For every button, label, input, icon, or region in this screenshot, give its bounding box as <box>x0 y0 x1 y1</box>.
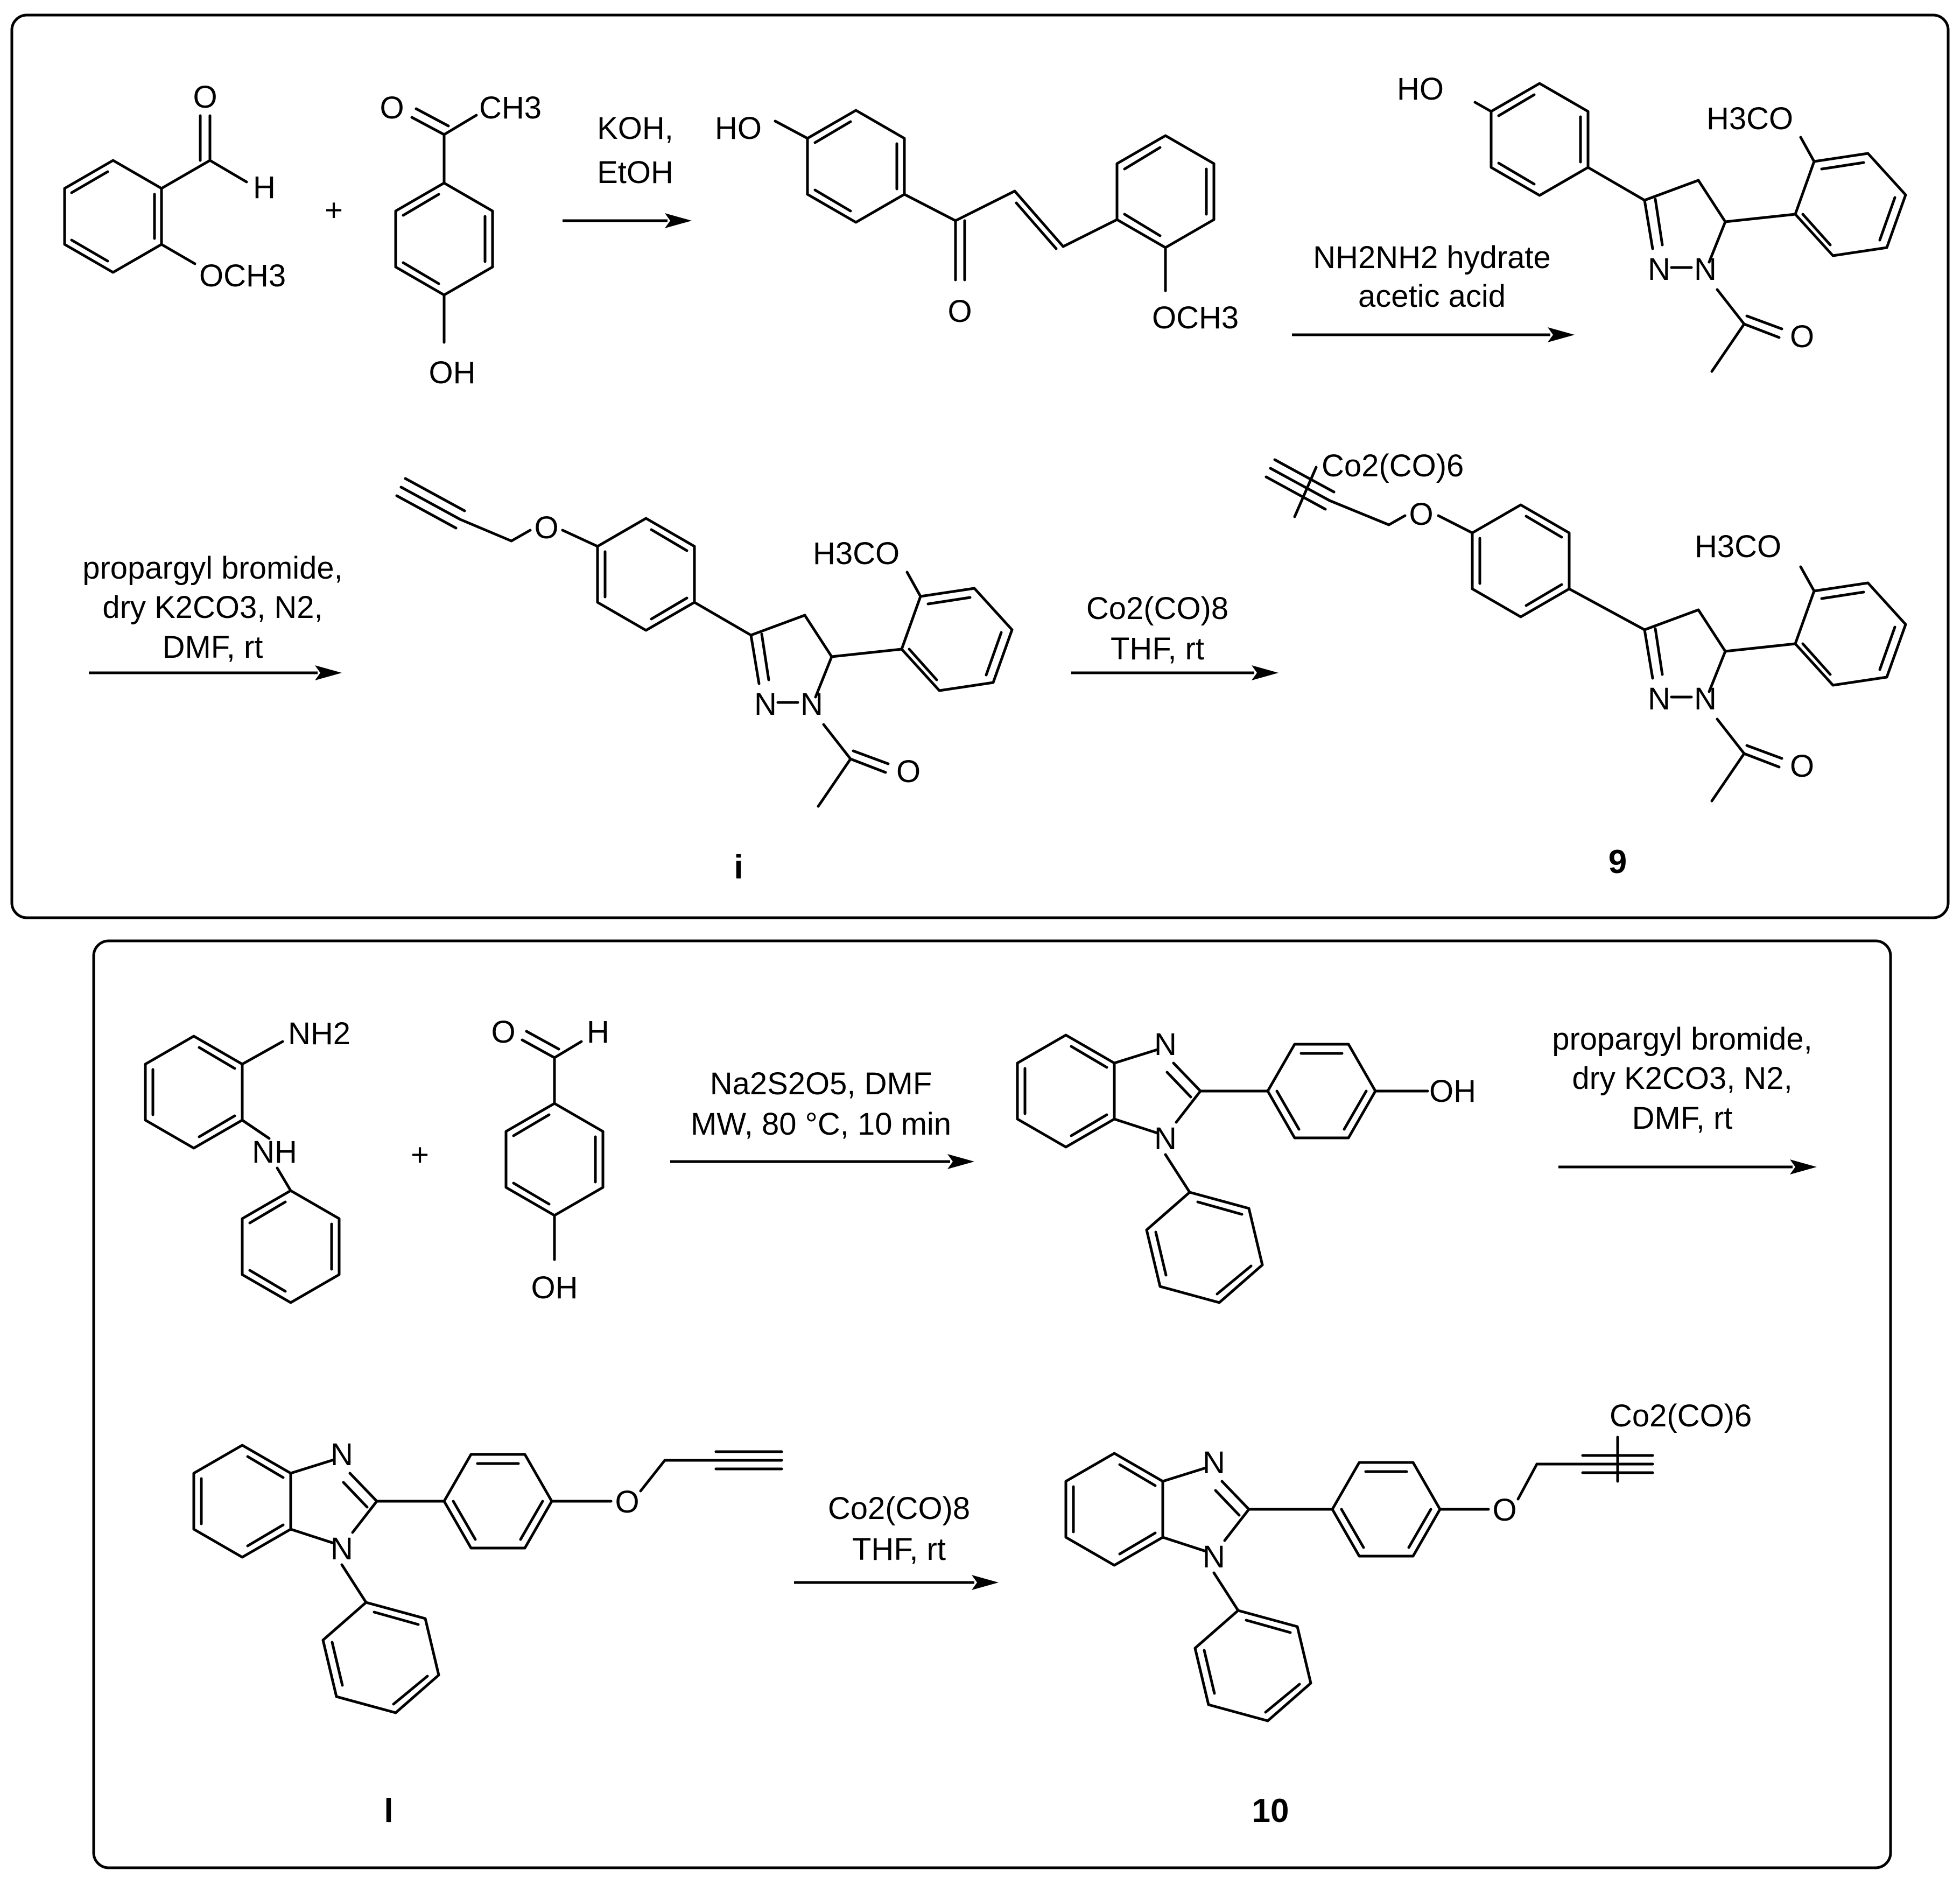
bottom-step2-reaction-arrow <box>1558 1159 1817 1174</box>
product-9-n-right: N <box>1694 681 1717 716</box>
product-9-n-left: N <box>1648 681 1670 716</box>
product-9-carbonyl-o: O <box>1790 749 1814 784</box>
step4-reaction-arrow <box>1071 665 1278 680</box>
compound-label-i: i <box>734 849 743 886</box>
chalcone-methoxy: OCH3 <box>1152 300 1239 335</box>
product-10-cobalt-label: Co2(CO)6 <box>1610 1398 1752 1433</box>
reactant-n-phenyl-phenylenediamine <box>144 1035 341 1304</box>
reactant-a-carbonyl-o: O <box>193 80 217 115</box>
reactant-b-methyl: CH3 <box>479 90 542 125</box>
pyrazoline-phenol-methoxy: H3CO <box>1706 101 1793 136</box>
propargyl-pyrazoline-intermediate <box>395 477 1014 808</box>
product-9-cobalt-label: Co2(CO)6 <box>1322 448 1464 483</box>
bottom-step1-condition-line2: MW, 80 °C, 10 min <box>691 1107 951 1142</box>
step3-condition-line2: dry K2CO3, N2, <box>102 590 322 625</box>
bottom-scheme-panel <box>92 939 1892 1869</box>
aldehyde-b-h: H <box>587 1015 609 1050</box>
reactant-a-aldehyde-h: H <box>253 170 276 205</box>
intermediate-i-methoxy: H3CO <box>813 536 900 571</box>
bottom-step2-condition-line2: dry K2CO3, N2, <box>1572 1061 1792 1096</box>
intermediate-l-n1: N <box>331 1531 353 1566</box>
step3-condition-line3: DMF, rt <box>163 630 263 665</box>
bottom-step3-condition-line2: THF, rt <box>852 1532 946 1567</box>
chalcone-intermediate <box>774 109 1216 292</box>
product-10-n3: N <box>1203 1445 1225 1480</box>
aldehyde-b-carbonyl-o: O <box>491 1015 515 1050</box>
intermediate-i-n-left: N <box>754 687 777 722</box>
reactant-b-hydroxy: OH <box>429 355 476 390</box>
top-scheme-panel <box>10 13 1950 919</box>
intermediate-l-ether-o: O <box>615 1485 639 1520</box>
product-10-cobalt-complex <box>1064 1436 1654 1722</box>
diamine-nh-label: NH <box>252 1135 297 1170</box>
top-plus-sign: + <box>325 193 343 228</box>
intermediate-i-ether-o: O <box>534 510 558 545</box>
compound-label-10: 10 <box>1252 1792 1289 1830</box>
pyrazoline-phenol-intermediate <box>1473 82 1907 373</box>
reactant-b-carbonyl-o: O <box>380 90 404 125</box>
compound-label-9: 9 <box>1608 843 1627 881</box>
benzimidazole-phenol-intermediate <box>1016 1033 1429 1304</box>
intermediate-i-carbonyl-o: O <box>896 754 921 789</box>
pyrazoline-phenol-hydroxy: HO <box>1397 72 1444 107</box>
benzimidazole-phenol-n1: N <box>1154 1121 1177 1156</box>
intermediate-i-n-right: N <box>800 687 823 722</box>
step2-reaction-arrow <box>1292 327 1575 342</box>
chalcone-hydroxy: HO <box>715 111 762 146</box>
bottom-step3-condition-line1: Co2(CO)8 <box>828 1491 970 1526</box>
step4-condition-line2: THF, rt <box>1111 631 1204 666</box>
reactant-2-methoxybenzaldehyde <box>63 114 248 274</box>
aldehyde-b-hydroxy: OH <box>531 1270 578 1305</box>
bottom-step2-condition-line3: DMF, rt <box>1632 1101 1733 1136</box>
reactant-4-hydroxyacetophenone <box>394 107 494 344</box>
product-9-cobalt-complex <box>1264 458 1907 803</box>
compound-label-l: l <box>384 1792 393 1830</box>
step3-condition-line1: propargyl bromide, <box>82 551 343 586</box>
step2-condition-line2: acetic acid <box>1358 279 1506 314</box>
step4-condition-line1: Co2(CO)8 <box>1086 591 1228 626</box>
reactant-4-hydroxybenzaldehyde <box>504 1030 605 1261</box>
pyrazoline-phenol-carbonyl-o: O <box>1790 319 1814 354</box>
benzimidazole-phenol-n3: N <box>1154 1027 1177 1062</box>
reactant-a-methoxy: OCH3 <box>199 258 286 293</box>
bottom-plus-sign: + <box>411 1137 429 1172</box>
pyrazoline-phenol-n-left: N <box>1648 252 1670 287</box>
bottom-step1-reaction-arrow <box>670 1154 974 1169</box>
step1-condition-line1: KOH, <box>597 111 673 146</box>
pyrazoline-phenol-n-right: N <box>1694 252 1717 287</box>
step3-reaction-arrow <box>89 665 342 680</box>
product-10-n1: N <box>1203 1539 1225 1574</box>
product-9-methoxy: H3CO <box>1695 529 1781 564</box>
intermediate-l-n3: N <box>331 1437 353 1472</box>
benzimidazole-phenol-hydroxy: OH <box>1429 1074 1476 1109</box>
bottom-step1-condition-line1: Na2S2O5, DMF <box>710 1066 932 1101</box>
product-10-ether-o: O <box>1492 1493 1516 1528</box>
propargyl-benzimidazole-intermediate <box>192 1444 783 1714</box>
step1-condition-line2: EtOH <box>597 155 673 190</box>
bottom-step3-reaction-arrow <box>794 1575 999 1590</box>
step1-reaction-arrow <box>563 213 692 228</box>
bottom-step2-condition-line1: propargyl bromide, <box>1552 1022 1813 1057</box>
chalcone-carbonyl-o: O <box>947 294 972 329</box>
product-9-ether-o: O <box>1409 497 1433 532</box>
diamine-nh2-label: NH2 <box>288 1016 350 1051</box>
step2-condition-line1: NH2NH2 hydrate <box>1313 240 1551 275</box>
